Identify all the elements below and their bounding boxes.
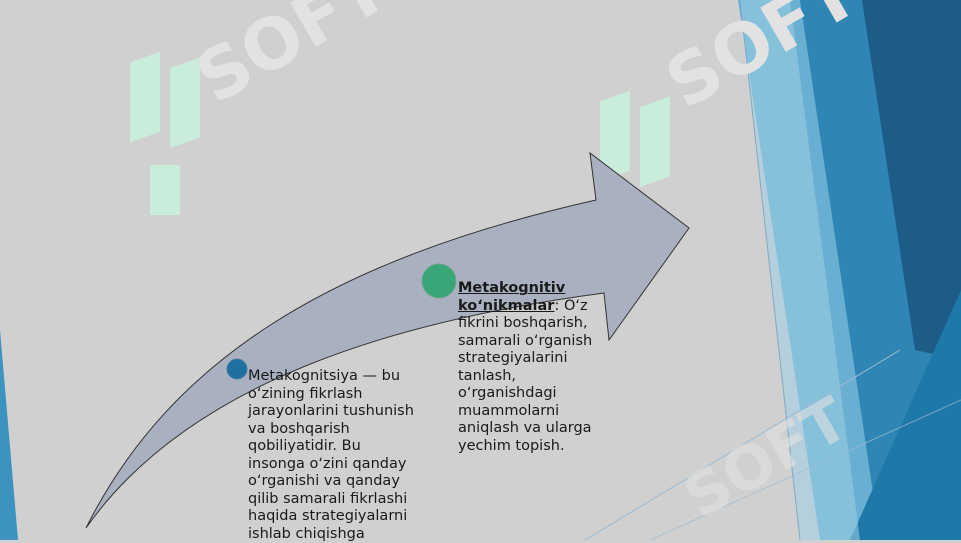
blue-panel-dark (862, 0, 961, 360)
step-dot-two (421, 263, 457, 299)
point-two-block: Metakognitiv ko‘nikmalar: O‘z fikrini bo… (458, 280, 618, 455)
blue-panel-glass (740, 0, 860, 540)
progress-arrow (85, 151, 690, 529)
point-two-text: : O‘z fikrini boshqarish, samarali o‘rga… (458, 297, 593, 454)
blue-panel-accent (850, 290, 961, 540)
step-dot-one (226, 358, 248, 380)
watermark-text-top: SOFT (183, 0, 402, 120)
left-blue-strip (0, 330, 18, 540)
point-one-text: Metakognitsiya — bu o‘zining fikrlash ja… (248, 368, 414, 542)
watermark-logo-left (130, 51, 200, 215)
point-two-title: Metakognitiv ko‘nikmalar (458, 280, 566, 314)
